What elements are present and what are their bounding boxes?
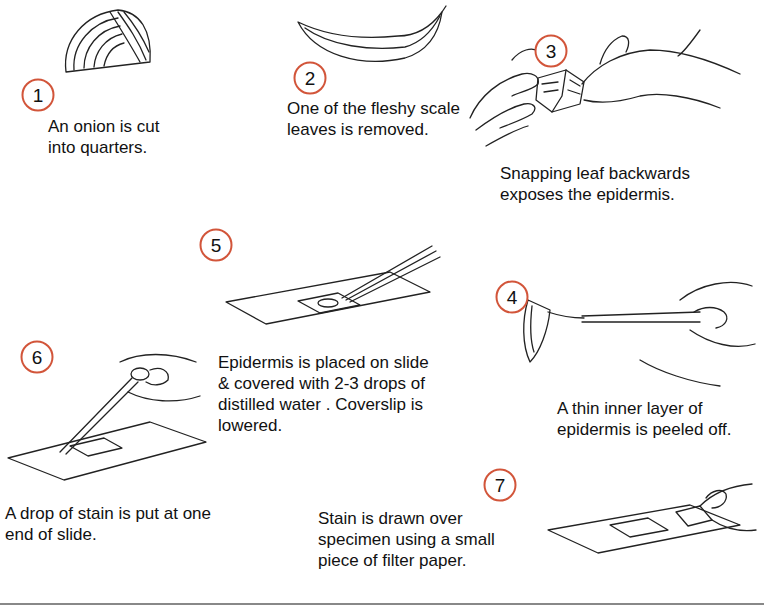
scale-leaf [298, 6, 446, 61]
step-number-circle: 2 [293, 61, 327, 95]
callout-number: 4 [507, 288, 518, 307]
frame-line [0, 603, 764, 605]
step-number-circle: 5 [199, 228, 233, 262]
callout-number: 7 [495, 476, 506, 495]
callout-number: 1 [33, 86, 44, 105]
callout-number: 6 [32, 348, 43, 367]
step-caption: Epidermis is placed on slide & covered w… [218, 352, 438, 436]
step-number-circle: 4 [495, 280, 529, 314]
step-caption: Stain is drawn over specimen using a sma… [318, 508, 518, 571]
step-number-circle: 3 [534, 34, 568, 68]
slide-with-coverslip [226, 246, 440, 324]
callout-number: 5 [211, 236, 222, 255]
forceps-peeling [524, 282, 755, 386]
step-number-circle: 6 [20, 340, 54, 374]
hands-snapping-leaf [470, 30, 740, 146]
step-caption: A drop of stain is put at one end of sli… [5, 503, 215, 545]
step-caption: Snapping leaf backwards exposes the epid… [500, 163, 725, 205]
step-number-circle: 7 [483, 468, 517, 502]
slide-with-filter-paper [548, 484, 756, 553]
step-number-circle: 1 [21, 78, 55, 112]
callout-number: 3 [546, 42, 557, 61]
step-caption: One of the fleshy scale leaves is remove… [287, 98, 492, 140]
onion-quarter [66, 10, 151, 72]
callout-number: 2 [305, 69, 316, 88]
step-caption: A thin inner layer of epidermis is peele… [557, 398, 739, 440]
step-caption: An onion is cut into quarters. [48, 116, 188, 158]
